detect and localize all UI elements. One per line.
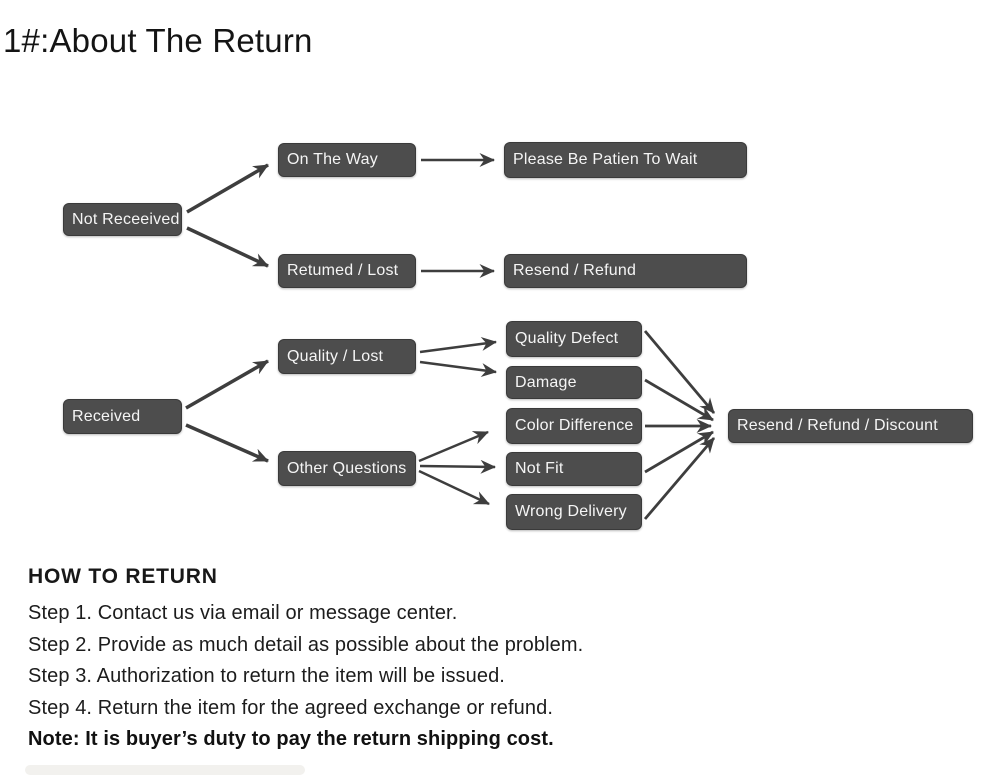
- arrow-otherquestions-colordifference: [418, 430, 489, 463]
- arrow-received-otherquestions: [185, 423, 269, 463]
- flowchart-arrows: [185, 153, 716, 520]
- return-step-4: Step 4. Return the item for the agreed e…: [28, 696, 554, 719]
- return-step-1: Step 1. Contact us via email or message …: [28, 602, 458, 624]
- node-not-received: Not Receeived: [63, 203, 182, 236]
- arrow-received-qualitylost: [185, 359, 269, 410]
- how-to-return-section: HOW TO RETURN Step 1. Contact us via ema…: [28, 565, 968, 756]
- return-step-3: Step 3. Authorization to return the item…: [28, 665, 505, 687]
- node-resend-refund-discount: Resend / Refund / Discount: [728, 409, 973, 443]
- node-received: Received: [63, 399, 182, 434]
- arrow-notreceived-returned: [186, 226, 269, 268]
- node-color-difference: Color Difference: [506, 408, 642, 444]
- arrow-notreceived-ontheway: [186, 163, 269, 214]
- arrow-otherquestions-notfit: [419, 459, 496, 474]
- node-resend-refund: Resend / Refund: [504, 254, 747, 288]
- return-flowchart: Not Receeived On The Way Please Be Patie…: [63, 142, 973, 530]
- arrow-wrongdelivery-discount: [643, 437, 716, 520]
- return-step-2: Step 2. Provide as much detail as possib…: [28, 633, 584, 656]
- how-to-return-heading: HOW TO RETURN: [28, 565, 218, 588]
- node-quality-lost: Quality / Lost: [278, 339, 416, 374]
- arrow-damage-discount: [644, 378, 714, 422]
- node-other-questions: Other Questions: [278, 451, 416, 486]
- node-damage: Damage: [506, 366, 642, 399]
- node-not-fit: Not Fit: [506, 452, 642, 486]
- node-returned-lost: Retumed / Lost: [278, 254, 416, 288]
- node-quality-defect: Quality Defect: [506, 321, 642, 357]
- arrow-otherquestions-wrongdelivery: [418, 469, 490, 506]
- arrow-qualitylost-qualitydefect: [419, 336, 497, 354]
- node-wrong-delivery: Wrong Delivery: [506, 494, 642, 530]
- node-on-the-way: On The Way: [278, 143, 416, 177]
- arrow-qualitydefect-discount: [643, 330, 716, 414]
- next-section-partial-strip: [25, 765, 305, 775]
- node-please-be-patient: Please Be Patien To Wait: [504, 142, 747, 178]
- arrow-qualitylost-damage: [419, 360, 497, 378]
- return-note: Note: It is buyer’s duty to pay the retu…: [28, 728, 554, 750]
- page-title: 1#:About The Return: [3, 22, 313, 59]
